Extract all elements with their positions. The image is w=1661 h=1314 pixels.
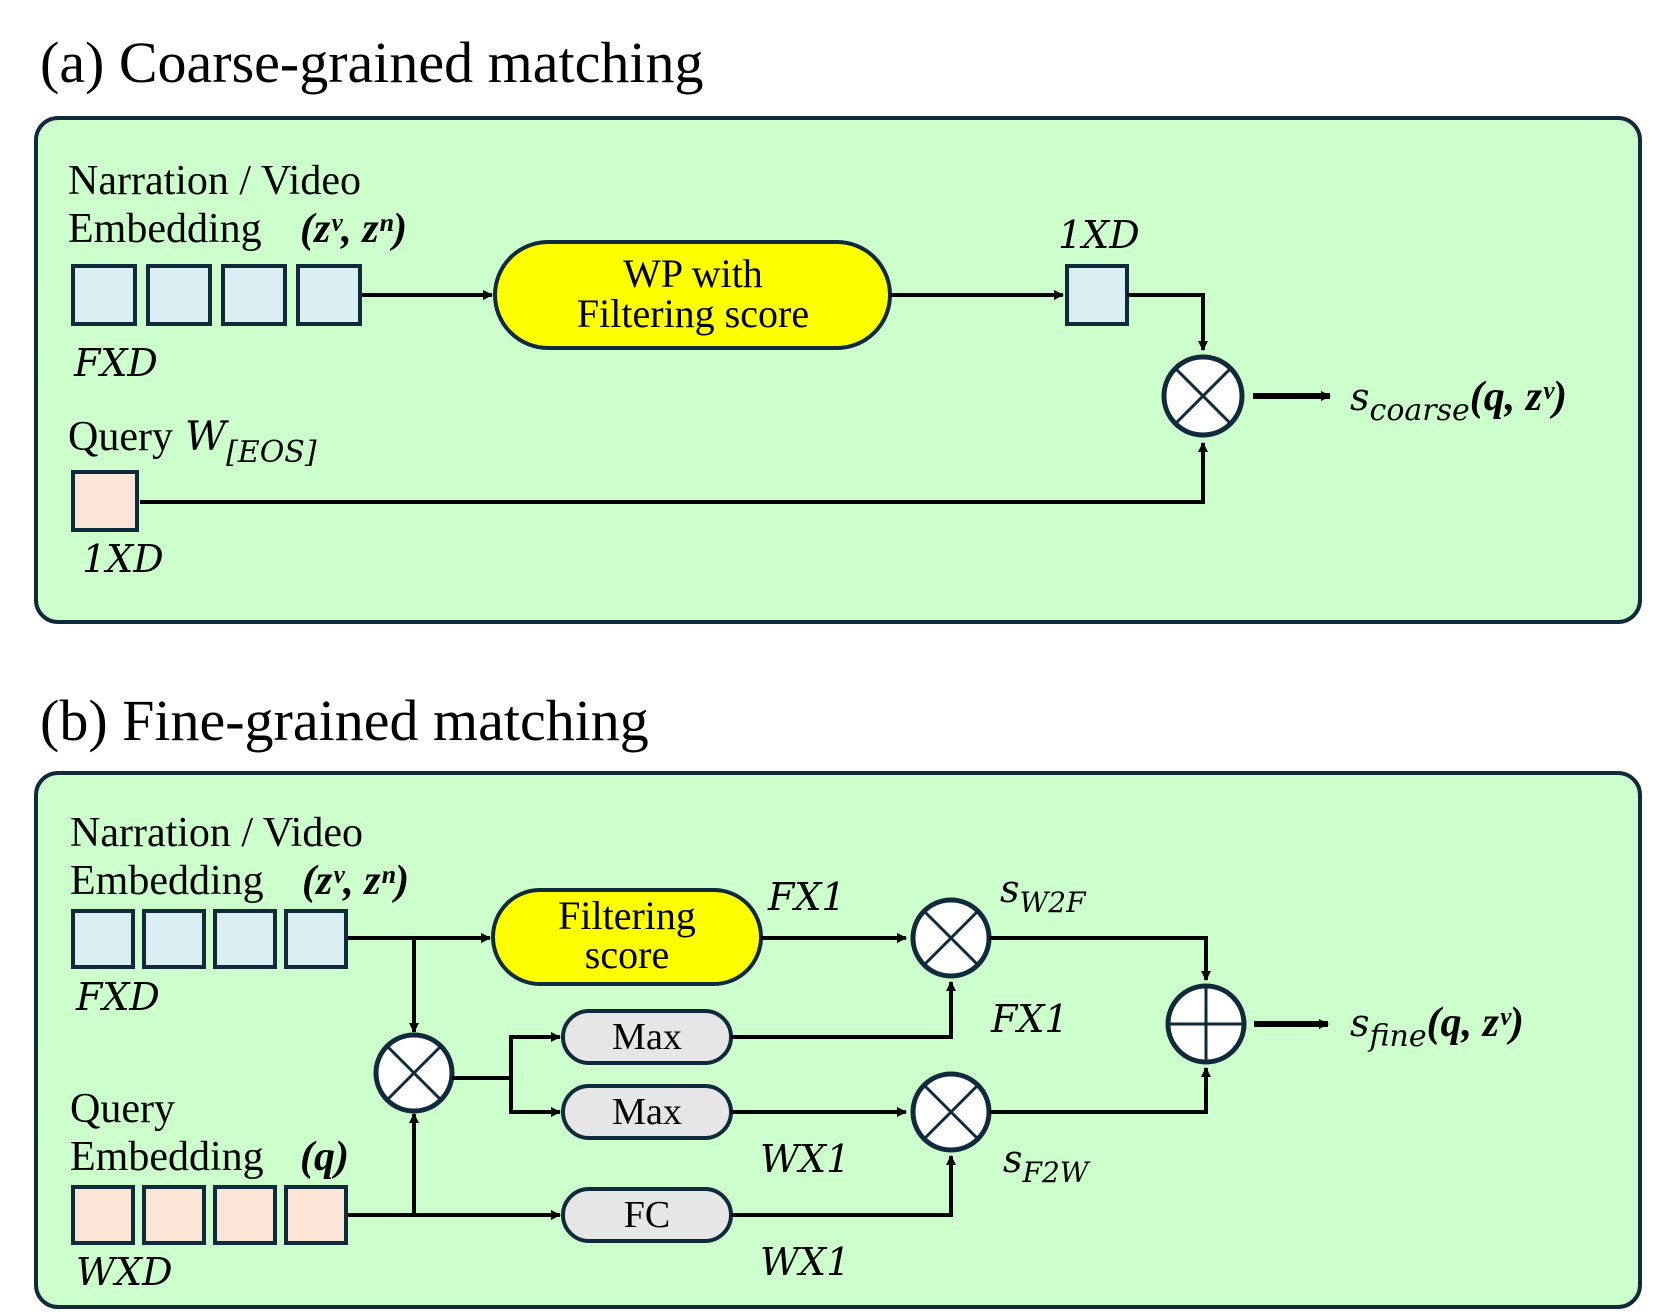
s-f2w-sub: F2W xyxy=(1022,1156,1091,1189)
panel-a-output-cell xyxy=(1065,264,1129,326)
max2-label: Max xyxy=(612,1091,682,1133)
panel-a-emb-label-line2: Embedding xyxy=(68,206,262,252)
panel-a-output-label: scoarse(q, zᵛ) xyxy=(1350,374,1567,428)
panel-b-query-label-line2: Embedding xyxy=(70,1134,264,1180)
wp-box-line2: Filtering score xyxy=(577,291,809,336)
query-sub: [EOS] xyxy=(226,435,317,470)
output-args: (q, zᵛ) xyxy=(1470,374,1567,420)
embedding-cell xyxy=(71,264,137,326)
wp-box-line1: WP with xyxy=(623,251,763,296)
arrow-w2f-to-plus xyxy=(989,936,1211,981)
panel-b-query-embedding-cells xyxy=(71,1185,348,1245)
fc-dim: WX1 xyxy=(760,1240,850,1284)
arrow-query-to-mult xyxy=(140,442,1208,504)
filter-box-line1: Filtering xyxy=(558,893,696,938)
panel-b-query-var: (q) xyxy=(300,1134,349,1180)
panel-b-emb-vars: (zᵛ, zⁿ) xyxy=(302,858,409,904)
panel-a-query-cell xyxy=(71,470,139,532)
panel-a-title: (a) Coarse-grained matching xyxy=(40,30,704,95)
embedding-cell xyxy=(296,264,362,326)
s-w2f-s: s xyxy=(1000,867,1020,911)
max1-dim: FX1 xyxy=(990,997,1069,1041)
panel-a-query-dim: 1XD xyxy=(82,537,164,581)
panel-b-emb-label-line1: Narration / Video xyxy=(70,810,363,856)
filter-box-line2: score xyxy=(585,932,669,977)
panel-a-video-embedding-cells xyxy=(71,264,362,326)
output-args: (q, zᵛ) xyxy=(1427,1000,1524,1046)
panel-b-query-dim: WXD xyxy=(76,1250,173,1294)
s-f2w-s: s xyxy=(1003,1137,1023,1181)
filter-dim: FX1 xyxy=(767,875,846,919)
max1-label: Max xyxy=(612,1016,682,1058)
panel-a-emb-vars: (zᵛ, zⁿ) xyxy=(300,206,407,252)
multiply-f2w-icon xyxy=(910,1071,992,1153)
panel-b-video-embedding-cells xyxy=(71,909,348,969)
output-sub: fine xyxy=(1368,1019,1427,1054)
embedding-cell xyxy=(142,1185,206,1245)
embedding-cell xyxy=(284,909,348,969)
panel-b-background xyxy=(34,771,1642,1309)
panel-b-emb-dim: FXD xyxy=(75,975,160,1019)
s-f2w-label: sF2W xyxy=(1003,1137,1091,1189)
output-sub: coarse xyxy=(1370,393,1470,428)
panel-a-background xyxy=(34,116,1642,624)
max2-dim: WX1 xyxy=(760,1137,850,1181)
fc-label: FC xyxy=(624,1194,670,1236)
panel-b-output-label: sfine(q, zᵛ) xyxy=(1350,1000,1524,1054)
arrow-fc-to-f2w xyxy=(731,1155,956,1217)
panel-a-emb-dim: FXD xyxy=(73,341,158,385)
panel-a-emb-label-line1: Narration / Video xyxy=(68,158,361,204)
query-var: W xyxy=(185,414,229,460)
embedding-cell xyxy=(213,1185,277,1245)
embedding-cell xyxy=(142,909,206,969)
embedding-cell xyxy=(284,1185,348,1245)
embedding-cell xyxy=(213,909,277,969)
output-s: s xyxy=(1350,1001,1370,1045)
arrow-out-to-mult xyxy=(1127,293,1208,351)
multiply-center-icon xyxy=(373,1032,455,1114)
panel-a-out-dim: 1XD xyxy=(1058,213,1140,257)
panel-a-query-label: Query W[EOS] xyxy=(68,414,317,470)
panel-a-multiply-icon xyxy=(1161,354,1245,438)
panel-b-query-label-line1: Query xyxy=(70,1086,175,1132)
panel-b-emb-label-line2: Embedding xyxy=(70,858,264,904)
s-w2f-label: sW2F xyxy=(1000,867,1087,919)
embedding-cell xyxy=(146,264,212,326)
plus-icon xyxy=(1165,983,1247,1065)
multiply-w2f-icon xyxy=(910,897,992,979)
arrow-max1-to-w2f xyxy=(731,981,956,1039)
embedding-cell xyxy=(221,264,287,326)
embedding-cell xyxy=(71,1185,135,1245)
panel-b-title: (b) Fine-grained matching xyxy=(40,688,649,753)
query-label-text: Query xyxy=(68,414,173,460)
s-w2f-sub: W2F xyxy=(1020,886,1088,919)
arrow-f2w-to-plus xyxy=(989,1067,1211,1114)
embedding-cell xyxy=(71,909,135,969)
output-s: s xyxy=(1350,375,1370,419)
